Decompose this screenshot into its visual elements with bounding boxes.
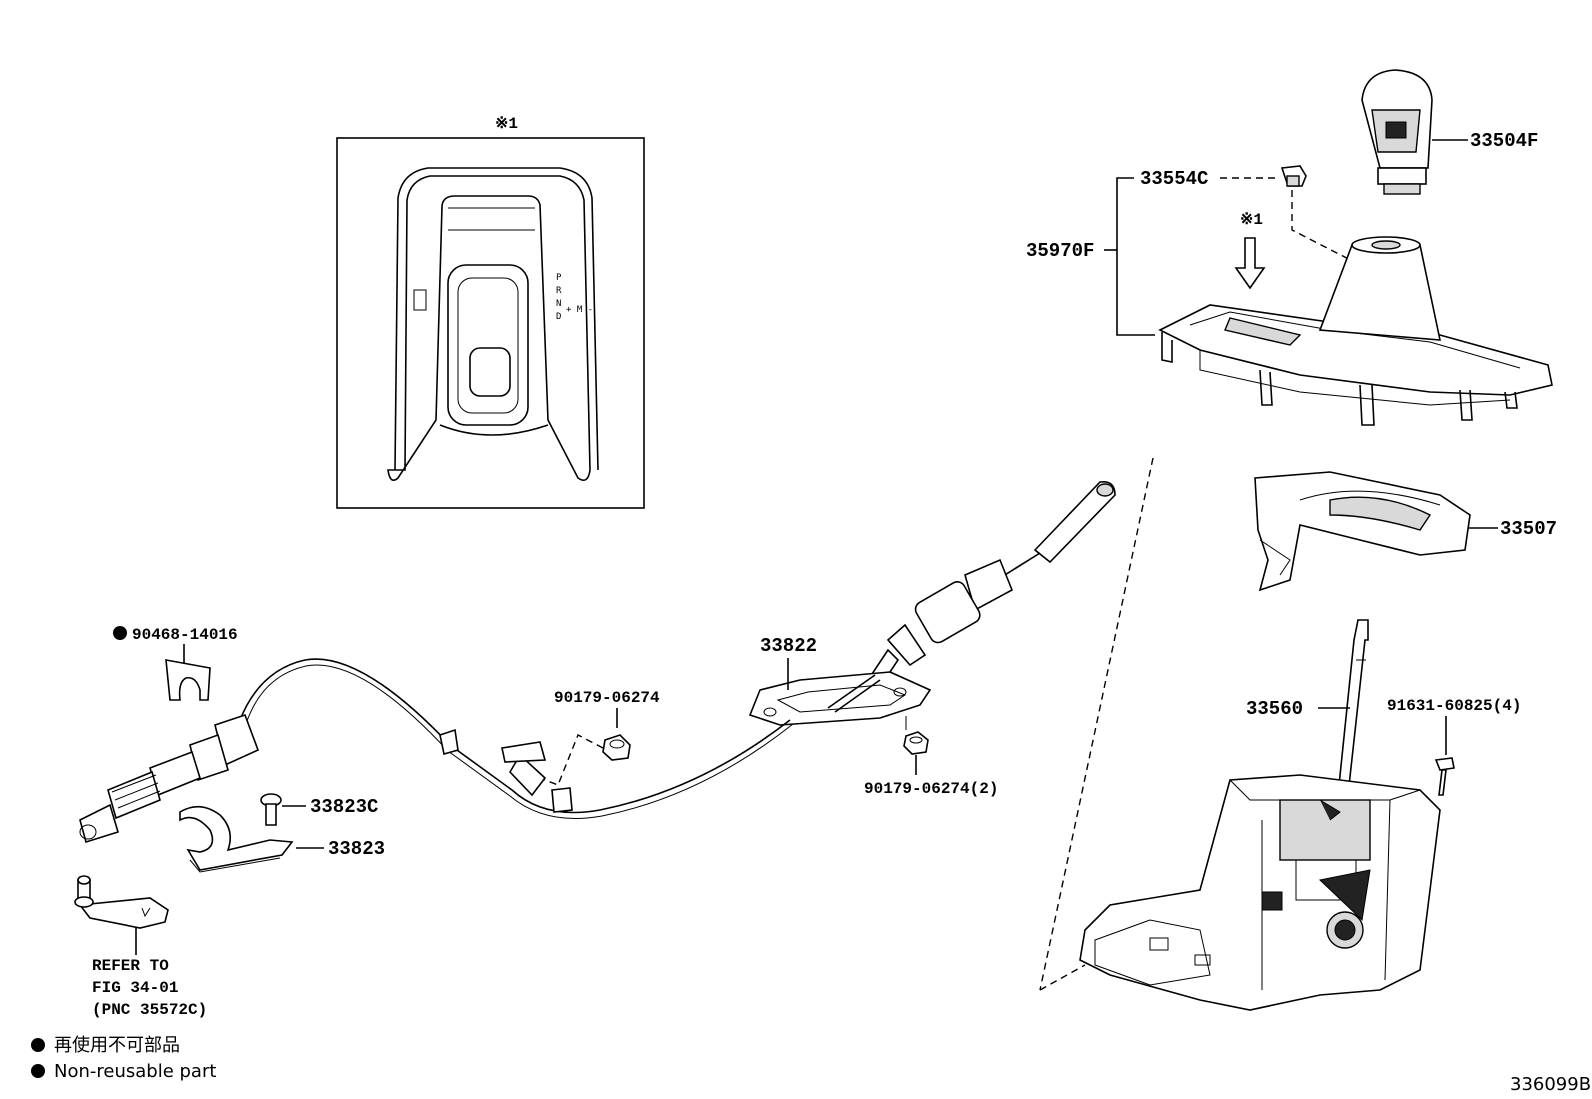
gate-letter-n: N xyxy=(556,299,561,309)
indicator-clip xyxy=(1280,165,1307,187)
label-33504F: 33504F xyxy=(1470,130,1538,152)
cable-end-left xyxy=(79,713,260,844)
inset-panel: ※1 P R N D + M - xyxy=(336,115,645,509)
shift-bezel-illustration: P R N D + M - xyxy=(387,167,599,481)
label-33507: 33507 xyxy=(1500,518,1557,540)
legend-jp: 再使用不可部品 xyxy=(54,1035,180,1056)
gate-letter-d: D xyxy=(556,312,561,322)
label-35970F: 35970F xyxy=(1026,240,1094,262)
label-90468: 90468-14016 xyxy=(132,626,238,644)
reference-pin xyxy=(74,875,169,929)
clip-90468 xyxy=(165,659,211,701)
label-91631: 91631-60825(4) xyxy=(1387,697,1521,715)
refer-line-2: FIG 34-01 xyxy=(92,979,178,997)
shift-knob xyxy=(1361,69,1433,195)
shift-assembly xyxy=(1079,774,1441,1011)
console-panel xyxy=(1158,236,1553,426)
inset-marker: ※1 xyxy=(495,115,518,133)
cable-rod-end xyxy=(866,480,1116,692)
label-90179-pair: 90179-06274(2) xyxy=(864,780,998,798)
refer-line-3: (PNC 35572C) xyxy=(92,1001,207,1019)
label-90179-single: 90179-06274 xyxy=(554,689,660,707)
shift-housing-upper xyxy=(1254,471,1471,592)
nut-90179-single xyxy=(602,734,631,761)
gate-letter-p: P xyxy=(556,273,562,283)
inset-frame xyxy=(336,137,645,509)
cable-plate xyxy=(748,671,932,726)
nonreusable-dot-90468 xyxy=(113,626,127,640)
nut-90179-pair xyxy=(903,731,929,755)
legend-dot-jp xyxy=(31,1038,45,1052)
shift-cable xyxy=(239,658,794,819)
bolt-91631 xyxy=(1434,757,1455,796)
legend-en: Non-reusable part xyxy=(54,1061,216,1082)
refer-line-1: REFER TO xyxy=(92,957,169,975)
figure-code: 336099B xyxy=(1510,1074,1591,1095)
label-33823: 33823 xyxy=(328,838,385,860)
arrow-marker: ※1 xyxy=(1240,211,1263,229)
label-33822: 33822 xyxy=(760,635,817,657)
bolt-33823C xyxy=(260,793,282,826)
label-33554C: 33554C xyxy=(1140,168,1208,190)
label-33823C: 33823C xyxy=(310,796,378,818)
gate-manual-mark: + M - xyxy=(566,305,593,315)
gate-letter-r: R xyxy=(556,286,562,296)
bracket-33823 xyxy=(179,805,294,873)
legend: 再使用不可部品 Non-reusable part xyxy=(31,1035,216,1082)
legend-dot-en xyxy=(31,1064,45,1078)
label-33560: 33560 xyxy=(1246,698,1303,720)
